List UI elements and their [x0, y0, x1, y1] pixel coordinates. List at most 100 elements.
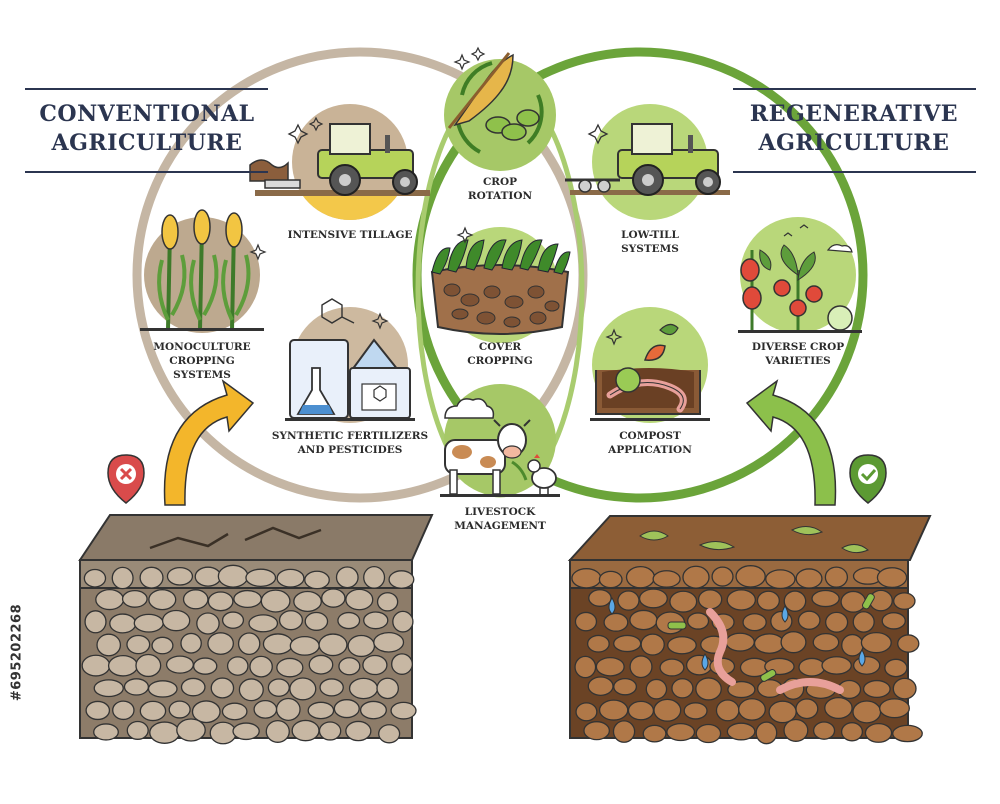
healthy-soil-block: [567, 515, 932, 745]
soil-stone: [267, 678, 290, 697]
diverse-crops-illustration: [738, 217, 862, 333]
soil-stone: [318, 633, 348, 657]
soil-stone: [133, 613, 164, 633]
intensive-tillage-label: INTENSIVE TILLAGE: [287, 229, 413, 241]
cross-icon: [107, 454, 145, 504]
conventional-arrow: [163, 379, 255, 506]
soil-stone: [194, 566, 222, 587]
soil-stone: [881, 612, 906, 630]
soil-stone: [180, 632, 202, 654]
soil-stone: [196, 612, 220, 635]
soil-stone: [824, 696, 853, 720]
soil-stone: [860, 631, 892, 654]
soil-stone: [653, 698, 682, 722]
soil-stone: [879, 698, 910, 719]
cover-cropping-illustration: [430, 226, 571, 343]
soil-stone: [840, 722, 864, 742]
soil-stone: [348, 677, 379, 700]
soil-stone: [182, 589, 209, 610]
soil-stone: [232, 722, 260, 741]
soil-stone: [811, 589, 840, 608]
synthetic-fertilizer-illustration: [285, 298, 415, 423]
soil-stone: [659, 658, 685, 677]
soil-stone: [293, 590, 322, 613]
soil-stone: [81, 654, 111, 677]
soil-stone: [892, 724, 923, 743]
soil-stone: [824, 611, 849, 633]
soil-stone: [226, 656, 249, 676]
soil-stone: [893, 592, 916, 610]
soil-stone: [666, 722, 696, 742]
soil-stone: [697, 589, 723, 610]
soil-stone: [574, 611, 598, 632]
soil-stone: [876, 567, 908, 589]
soil-stone: [756, 590, 780, 611]
soil-stone: [638, 588, 668, 609]
soil-stone: [795, 698, 819, 720]
soil-stone: [237, 632, 261, 656]
soil-stone: [362, 654, 388, 676]
soil-stone: [151, 636, 174, 655]
soil-stone: [347, 634, 376, 658]
soil-stone: [755, 721, 778, 745]
soil-stone: [359, 700, 387, 720]
soil-stone: [727, 680, 756, 699]
soil-stone: [192, 657, 218, 675]
soil-stone: [148, 589, 177, 611]
soil-stone: [321, 588, 346, 608]
soil-stone: [388, 570, 415, 589]
soil-stone: [392, 610, 414, 633]
soil-stone: [574, 655, 597, 679]
soil-stone: [307, 701, 335, 720]
soil-stone: [603, 612, 629, 632]
soil-stone: [111, 566, 134, 590]
livestock-illustration: [440, 384, 560, 497]
soil-stone: [892, 677, 917, 700]
soil-stone: [852, 700, 882, 724]
soil-stone: [345, 588, 374, 611]
soil-stone: [884, 658, 908, 678]
monoculture-illustration: [140, 209, 267, 333]
soil-stone: [629, 609, 658, 631]
soil-stone: [96, 633, 122, 657]
soil-stone: [753, 633, 785, 654]
stock-id: #695202268: [9, 603, 25, 702]
soil-stone: [85, 700, 111, 721]
soil-stone: [613, 677, 638, 696]
soil-stone: [265, 719, 290, 743]
soil-stone: [278, 610, 304, 631]
soil-stone: [245, 568, 277, 587]
soil-stone: [217, 564, 249, 588]
soil-stone: [149, 721, 181, 744]
crop-rotation-illustration: [444, 46, 556, 171]
soil-stone: [275, 697, 301, 721]
soil-stone: [683, 702, 708, 720]
soil-stone: [238, 678, 264, 702]
soil-stone: [126, 720, 149, 740]
soil-stone: [176, 718, 206, 742]
soil-stone: [289, 677, 317, 701]
soil-stone: [221, 702, 248, 721]
soil-stone: [627, 700, 655, 721]
soil-stone: [686, 612, 710, 630]
soil-stone: [335, 566, 359, 589]
soil-stone: [695, 723, 722, 744]
soil-stone: [210, 677, 235, 699]
soil-stone: [304, 611, 329, 631]
soil-stone: [147, 680, 178, 698]
soil-stone: [84, 610, 107, 634]
soil-stone: [253, 699, 278, 719]
soil-stone: [191, 700, 221, 724]
soil-stone: [864, 722, 893, 743]
soil-stone: [795, 568, 823, 589]
soil-stone: [617, 590, 640, 611]
soil-stone: [333, 699, 360, 719]
soil-stone: [571, 568, 602, 589]
soil-stone: [304, 570, 330, 590]
soil-stone: [233, 589, 262, 608]
